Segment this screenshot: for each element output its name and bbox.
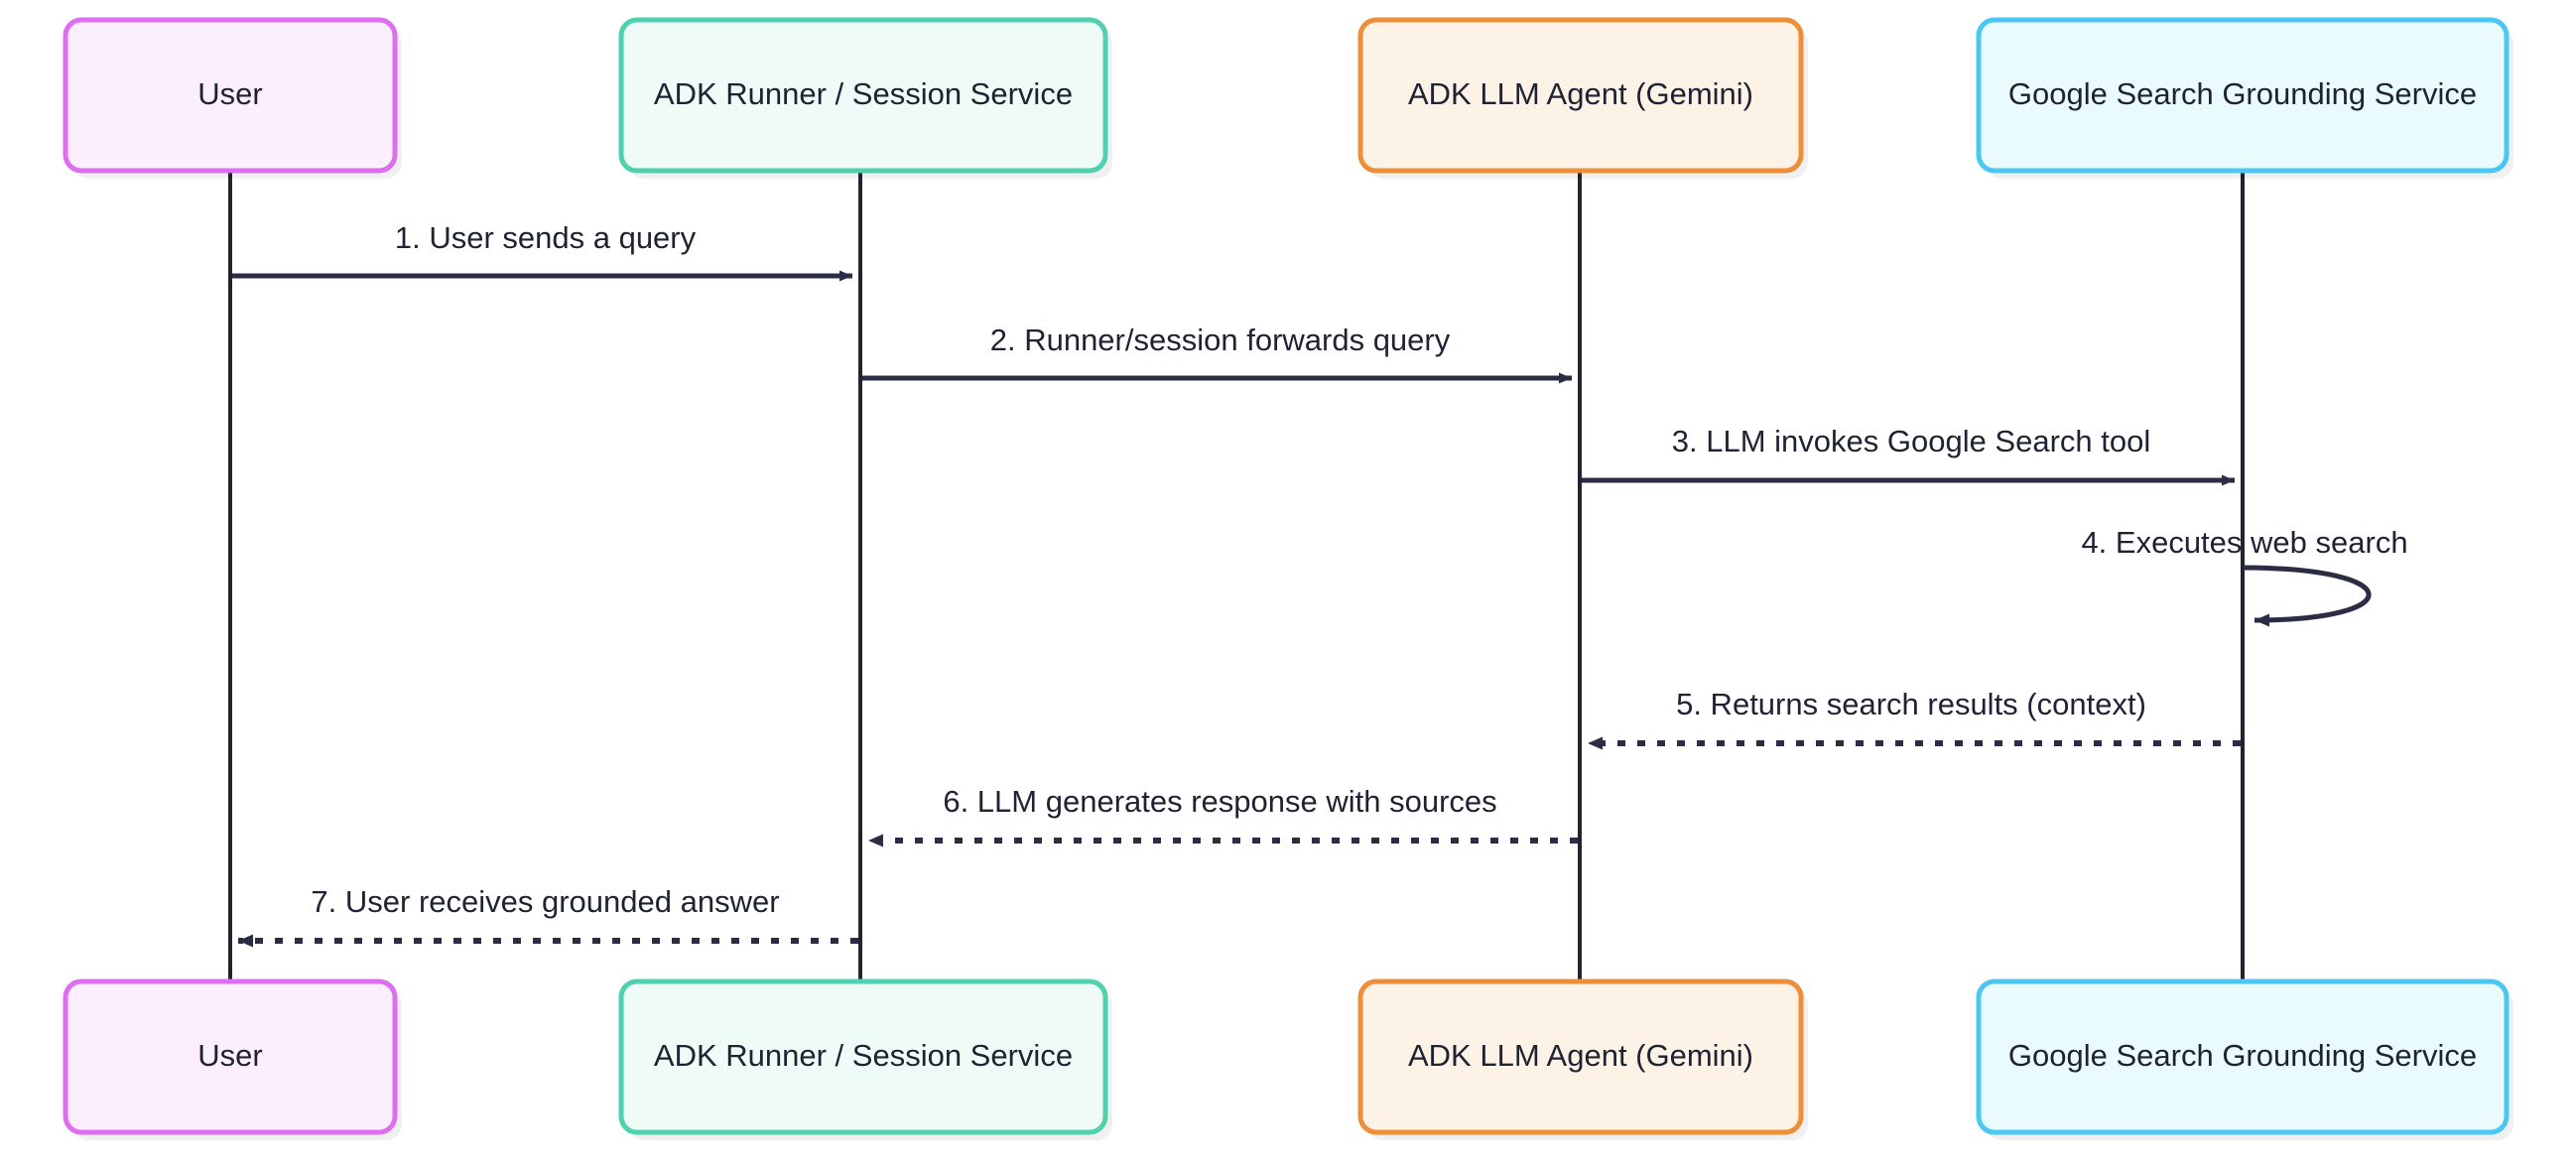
participant-box-rect xyxy=(1357,17,1804,174)
message-label-6: 6. LLM generates response with sources xyxy=(943,784,1496,819)
participant-label-google: Google Search Grounding Service xyxy=(2008,1038,2477,1073)
participant-label-agent: ADK LLM Agent (Gemini) xyxy=(1408,76,1753,111)
participant-box-rect xyxy=(1976,17,2510,174)
message-label-7: 7. User receives grounded answer xyxy=(311,884,779,919)
participant-label-user: User xyxy=(197,76,262,111)
participant-box-google-top[interactable]: Google Search Grounding Service xyxy=(1976,17,2513,179)
participant-box-rect xyxy=(618,978,1108,1135)
participant-label-agent: ADK LLM Agent (Gemini) xyxy=(1408,1038,1753,1073)
participant-box-runner-bottom[interactable]: ADK Runner / Session Service xyxy=(618,978,1112,1140)
participant-box-rect xyxy=(63,978,398,1135)
participant-box-rect xyxy=(618,17,1108,174)
message-label-5: 5. Returns search results (context) xyxy=(1676,687,2146,721)
participant-box-rect xyxy=(1976,978,2510,1135)
participant-box-google-bottom[interactable]: Google Search Grounding Service xyxy=(1976,978,2513,1140)
participant-box-user-bottom[interactable]: User xyxy=(63,978,402,1140)
participant-label-google: Google Search Grounding Service xyxy=(2008,76,2477,111)
participant-box-agent-top[interactable]: ADK LLM Agent (Gemini) xyxy=(1357,17,1808,179)
participant-box-rect xyxy=(63,17,398,174)
participant-box-agent-bottom[interactable]: ADK LLM Agent (Gemini) xyxy=(1357,978,1808,1140)
participant-boxes-bottom: User ADK Runner / Session Service ADK LLM … xyxy=(63,978,2513,1140)
message-label-3: 3. LLM invokes Google Search tool xyxy=(1672,424,2151,458)
self-loop-arrow xyxy=(2242,565,2372,627)
message-labels-group: 1. User sends a query 2. Runner/session f… xyxy=(311,220,2407,919)
participant-label-runner: ADK Runner / Session Service xyxy=(654,76,1073,111)
participant-boxes-top: User ADK Runner / Session Service ADK LLM … xyxy=(63,17,2513,179)
message-label-2: 2. Runner/session forwards query xyxy=(990,323,1451,357)
participant-box-runner-top[interactable]: ADK Runner / Session Service xyxy=(618,17,1112,179)
message-4 xyxy=(2242,565,2372,627)
messages-group xyxy=(232,270,2372,948)
lifelines-group xyxy=(228,171,2245,981)
participant-box-user-top[interactable]: User xyxy=(63,17,402,179)
participant-label-runner: ADK Runner / Session Service xyxy=(654,1038,1073,1073)
message-label-1: 1. User sends a query xyxy=(395,220,697,255)
message-label-4: 4. Executes web search xyxy=(2081,525,2407,560)
participant-label-user: User xyxy=(197,1038,262,1073)
participant-box-rect xyxy=(1357,978,1804,1135)
